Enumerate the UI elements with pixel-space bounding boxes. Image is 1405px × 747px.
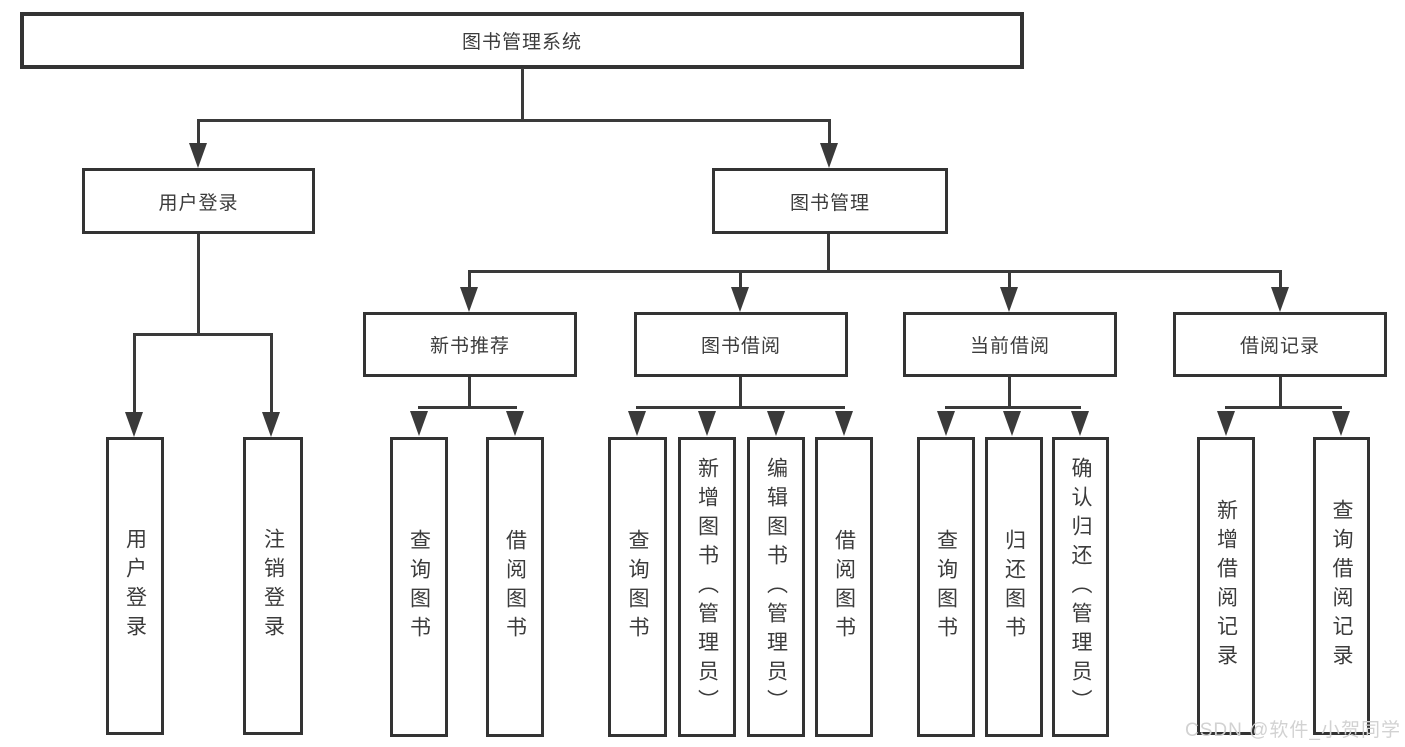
arrow-down-icon [460, 287, 478, 312]
leaf-label: 确认归还（管理员） [1069, 456, 1092, 718]
leaf-query-book-current: 查询图书 [917, 437, 975, 737]
arrow-down-icon [1332, 411, 1350, 436]
leaf-confirm-return-admin: 确认归还（管理员） [1052, 437, 1109, 737]
leaf-label: 新增借阅记录 [1214, 499, 1238, 673]
connector-root-trunk [521, 68, 524, 120]
leaf-borrow-book-newbook: 借阅图书 [486, 437, 544, 737]
connector-level3-rail [468, 270, 1282, 273]
connector-new-book-trunk [468, 377, 471, 408]
connector-user-login-rail [133, 333, 273, 336]
connector-user-login-trunk [197, 234, 200, 335]
arrow-down-icon [767, 411, 785, 436]
arrow-down-icon [189, 143, 207, 168]
arrow-down-icon [628, 411, 646, 436]
leaf-label: 查询图书 [626, 529, 649, 645]
leaf-label: 用户登录 [123, 528, 147, 644]
node-new-book-recommend: 新书推荐 [363, 312, 577, 377]
arrow-down-icon [1003, 411, 1021, 436]
node-label: 图书借阅 [700, 336, 781, 357]
leaf-label: 新增图书（管理员） [695, 456, 719, 718]
connector-stub [828, 119, 831, 146]
arrow-down-icon [731, 287, 749, 312]
connector-level2-rail [197, 119, 831, 122]
leaf-label: 归还图书 [1002, 529, 1026, 645]
arrow-down-icon [1071, 411, 1089, 436]
watermark: CSDN @软件_小贺同学 [1185, 720, 1401, 741]
connector-stub [197, 119, 200, 146]
leaf-add-book-admin: 新增图书（管理员） [678, 437, 736, 737]
arrow-down-icon [835, 411, 853, 436]
connector-book-borrow-trunk [739, 377, 742, 408]
connector-borrow-record-rail [1225, 406, 1342, 409]
arrow-down-icon [125, 412, 143, 437]
arrow-down-icon [410, 411, 428, 436]
node-label: 当前借阅 [969, 336, 1050, 357]
leaf-query-borrow-record: 查询借阅记录 [1313, 437, 1370, 735]
connector-stub [739, 270, 742, 290]
connector-stub [1008, 270, 1011, 290]
leaf-logout: 注销登录 [243, 437, 303, 735]
node-current-borrow: 当前借阅 [903, 312, 1117, 377]
leaf-label: 编辑图书（管理员） [764, 456, 788, 718]
node-borrow-record: 借阅记录 [1173, 312, 1387, 377]
leaf-label: 查询借阅记录 [1330, 499, 1353, 673]
leaf-edit-book-admin: 编辑图书（管理员） [747, 437, 805, 737]
arrow-down-icon [506, 411, 524, 436]
leaf-label: 借阅图书 [503, 529, 527, 645]
leaf-borrow-book: 借阅图书 [815, 437, 873, 737]
arrow-down-icon [262, 412, 280, 437]
leaf-label: 查询图书 [407, 529, 431, 645]
connector-stub [270, 333, 273, 413]
leaf-query-book-borrow: 查询图书 [608, 437, 667, 737]
node-user-login: 用户登录 [82, 168, 315, 234]
node-book-borrow: 图书借阅 [634, 312, 848, 377]
connector-new-book-rail [418, 406, 517, 409]
node-label: 图书管理系统 [461, 32, 582, 53]
arrow-down-icon [1000, 287, 1018, 312]
connector-stub [1279, 270, 1282, 290]
leaf-user-login: 用户登录 [106, 437, 164, 735]
leaf-return-book: 归还图书 [985, 437, 1043, 737]
node-library-system-root: 图书管理系统 [20, 12, 1024, 69]
node-book-management: 图书管理 [712, 168, 948, 234]
connector-stub [133, 333, 136, 413]
arrow-down-icon [1217, 411, 1235, 436]
connector-stub [468, 270, 471, 290]
connector-current-borrow-rail [945, 406, 1081, 409]
arrow-down-icon [820, 143, 838, 168]
connector-book-mgmt-trunk [827, 234, 830, 273]
connector-book-borrow-rail [636, 406, 845, 409]
arrow-down-icon [937, 411, 955, 436]
leaf-label: 查询图书 [934, 529, 958, 645]
connector-borrow-record-trunk [1279, 377, 1282, 408]
node-label: 用户登录 [158, 192, 239, 214]
leaf-label: 注销登录 [261, 528, 285, 644]
node-label: 借阅记录 [1239, 336, 1320, 357]
node-label: 图书管理 [789, 192, 870, 214]
leaf-query-book-newbook: 查询图书 [390, 437, 448, 737]
connector-current-borrow-trunk [1008, 375, 1011, 408]
arrow-down-icon [1271, 287, 1289, 312]
leaf-add-borrow-record: 新增借阅记录 [1197, 437, 1255, 735]
arrow-down-icon [698, 411, 716, 436]
node-label: 新书推荐 [429, 336, 510, 357]
leaf-label: 借阅图书 [832, 529, 856, 645]
